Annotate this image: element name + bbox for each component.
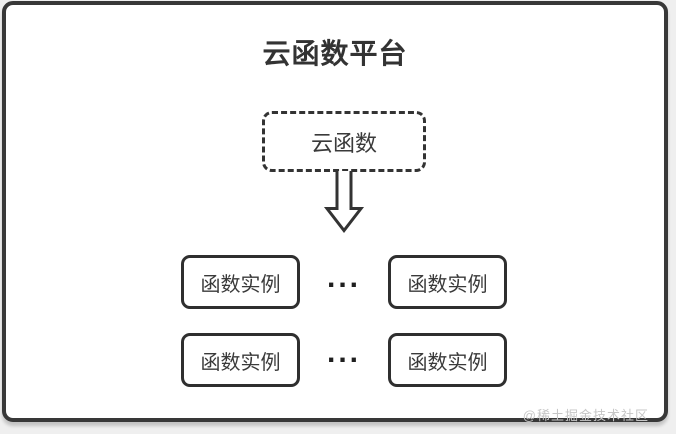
function-instance-node: 函数实例 xyxy=(181,255,300,309)
diagram-card: 云函数平台 云函数 函数实例 ... 函数实例 函数实例 ... 函数实例 @稀… xyxy=(2,1,668,423)
function-instance-node: 函数实例 xyxy=(388,333,507,387)
watermark: @稀土掘金技术社区 xyxy=(522,408,649,423)
function-instance-label: 函数实例 xyxy=(200,351,281,374)
function-instance-label: 函数实例 xyxy=(407,273,488,296)
function-instance-node: 函数实例 xyxy=(181,333,300,387)
down-arrow-icon xyxy=(323,171,365,233)
function-instance-node: 函数实例 xyxy=(388,255,507,309)
function-instance-label: 函数实例 xyxy=(407,351,488,374)
cloud-function-node-label: 云函数 xyxy=(310,130,377,156)
page-title: 云函数平台 xyxy=(262,38,408,69)
ellipsis-row-2: ... xyxy=(326,336,361,369)
ellipsis-row-1: ... xyxy=(326,261,361,294)
cloud-function-node: 云函数 xyxy=(262,111,426,172)
function-instance-label: 函数实例 xyxy=(200,273,281,296)
